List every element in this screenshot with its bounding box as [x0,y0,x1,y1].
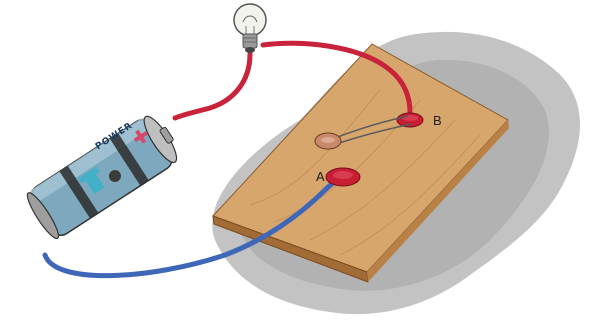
red-wire-bulb-to-battery [175,54,250,118]
battery [23,110,185,242]
label-a: A [316,169,325,184]
label-b: B [433,113,442,128]
terminal-a [326,168,360,186]
